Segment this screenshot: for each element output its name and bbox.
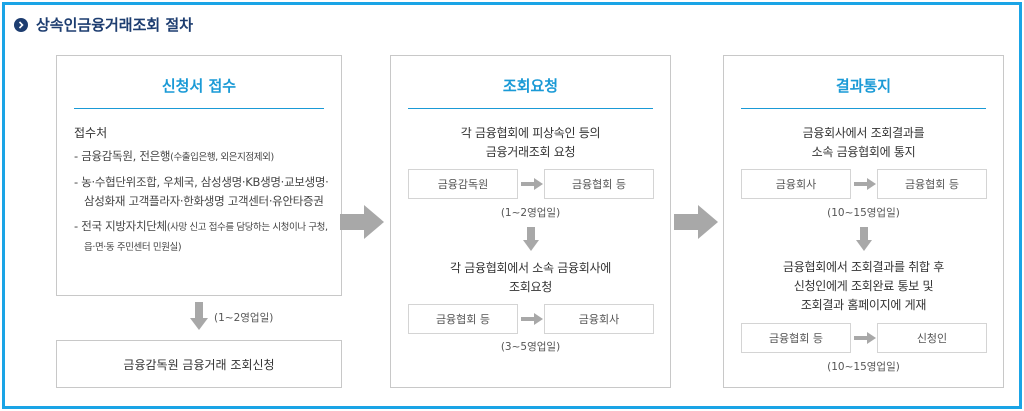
step-description-line: 각 금융협회에서 소속 금융회사에 — [450, 261, 611, 275]
step-description: 각 금융협회에 피상속인 등의 금융거래조회 요청 — [391, 124, 670, 162]
period-note: (1~2영업일) — [500, 207, 561, 219]
arrow-right-icon — [854, 178, 876, 190]
step-description-line: 금융회사에서 조회결과를 — [802, 126, 925, 140]
step-description-line: 소속 금융협회에 통지 — [811, 145, 916, 159]
step-description: 금융협회에서 조회결과를 취합 후 신청인에게 조회완료 통보 및 조회결과 홈… — [724, 258, 1003, 315]
receiver-item: - 전국 지방자치단체(사망 신고 접수를 담당하는 시청이나 구청, 읍·면·… — [74, 217, 336, 257]
receivers-title: 접수처 — [74, 126, 108, 140]
down-arrow-icon — [523, 227, 539, 251]
receiver-item-text: - 금융감독원, 전은행 — [74, 149, 171, 163]
panel-application: 신청서 접수 접수처 - 금융감독원, 전은행(수출입은행, 외은지점제외) -… — [56, 55, 342, 296]
step-description-line: 금융협회에서 조회결과를 취합 후 — [783, 260, 944, 274]
step-description-line: 조회요청 — [509, 280, 552, 294]
flow-node: 금융감독원 — [408, 169, 518, 199]
step-description-line: 조회결과 홈페이지에 게재 — [800, 298, 927, 312]
receivers-list: - 금융감독원, 전은행(수출입은행, 외은지점제외) - 농·수협단위조합, … — [74, 147, 336, 263]
step-description: 각 금융협회에서 소속 금융회사에 조회요청 — [391, 259, 670, 297]
step-description-line: 각 금융협회에 피상속인 등의 — [460, 126, 601, 140]
receiver-item-text: - 농·수협단위조합, 우체국, 삼성생명·KB생명·교보생명·삼성화재 고객플… — [74, 175, 329, 208]
title-divider — [408, 108, 653, 109]
receiver-item: - 농·수협단위조합, 우체국, 삼성생명·KB생명·교보생명·삼성화재 고객플… — [74, 173, 336, 211]
receiver-item-note: (사망 신고 접수를 담당하는 시청이나 구청, 읍·면·동 주민센터 민원실) — [84, 222, 328, 253]
period-note: (1~2영업일) — [214, 312, 274, 324]
flow-node: 금융협회 등 — [408, 304, 518, 334]
arrow-right-icon — [521, 313, 543, 325]
receiver-item-text: - 전국 지방자치단체 — [74, 219, 167, 233]
receiver-item-note: (수출입은행, 외은지점제외) — [170, 152, 274, 163]
title-divider — [741, 108, 986, 109]
arrow-right-icon — [854, 332, 876, 344]
step-description-line: 신청인에게 조회완료 통보 및 — [793, 279, 934, 293]
flow-node: 금융회사 — [741, 169, 851, 199]
panel-result-notice: 결과통지 금융회사에서 조회결과를 소속 금융협회에 통지 금융회사 금융협회 … — [723, 55, 1004, 388]
down-arrow-icon — [856, 227, 872, 251]
flow-node: 금융협회 등 — [741, 323, 851, 353]
flow-node: 금융협회 등 — [877, 169, 987, 199]
panel-result-notice-title: 결과통지 — [835, 77, 892, 95]
receiver-item: - 금융감독원, 전은행(수출입은행, 외은지점제외) — [74, 147, 336, 167]
flow-node: 금융협회 등 — [544, 169, 654, 199]
step-description: 금융회사에서 조회결과를 소속 금융협회에 통지 — [724, 124, 1003, 162]
flow-node: 신청인 — [877, 323, 987, 353]
period-note: (10~15영업일) — [827, 207, 900, 219]
chevron-right-icon — [14, 17, 28, 32]
panel-inquiry-title: 조회요청 — [502, 77, 559, 95]
panel-inquiry: 조회요청 각 금융협회에 피상속인 등의 금융거래조회 요청 금융감독원 금융협… — [390, 55, 671, 388]
right-arrow-icon — [340, 205, 384, 239]
period-note: (10~15영업일) — [827, 361, 900, 373]
flow-node: 금융회사 — [544, 304, 654, 334]
title-divider — [74, 108, 324, 109]
panel-application-title: 신청서 접수 — [161, 77, 237, 95]
down-arrow-icon — [190, 302, 208, 330]
step-description-line: 금융거래조회 요청 — [485, 145, 576, 159]
result-box: 금융감독원 금융거래 조회신청 — [56, 340, 342, 388]
section-heading: 상속인금융거래조회 절차 — [14, 14, 193, 35]
right-arrow-icon — [674, 205, 718, 239]
period-note: (3~5영업일) — [500, 341, 561, 353]
arrow-right-icon — [521, 178, 543, 190]
section-title: 상속인금융거래조회 절차 — [36, 16, 194, 34]
